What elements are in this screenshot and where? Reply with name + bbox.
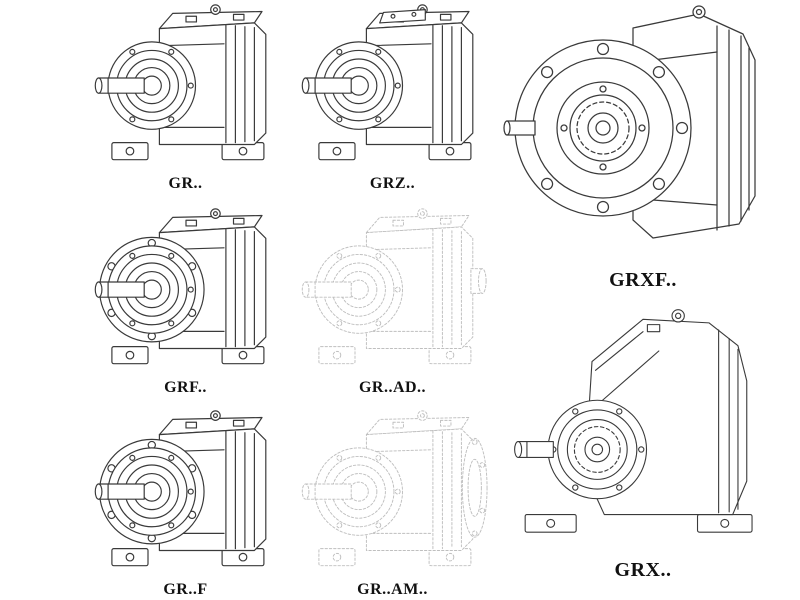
gearbox-input-face (301, 447, 403, 536)
gearbox-drawing-grz (301, 4, 473, 161)
gearbox-drawing-grf (94, 208, 266, 365)
gearbox-card-grz: GRZ.. (295, 2, 490, 193)
gearbox-input-face (301, 41, 403, 130)
gearbox-input-face (301, 245, 403, 334)
gearbox-card-grx: GRX.. (498, 300, 788, 582)
gearbox-drawing-grad (301, 208, 487, 365)
gearbox-card-gram: GR..AM.. (295, 408, 490, 599)
gearbox-label: GR.. (168, 175, 203, 192)
gearbox-drawing-gr (94, 4, 266, 161)
gearbox-drawing-gram (301, 410, 488, 567)
gearbox-input-face (547, 399, 648, 500)
gearbox-input-adapter (469, 268, 487, 294)
gearbox-label: GRZ.. (369, 175, 416, 192)
gearbox-top-block (378, 9, 426, 24)
gearbox-label: GR..AD.. (358, 379, 427, 396)
gearbox-drawing-grx (514, 309, 753, 533)
gearbox-input-shaft (514, 441, 554, 458)
gearbox-input-shaft (503, 120, 536, 136)
gearbox-card-grxf: GRXF.. (498, 0, 788, 292)
gearbox-card-gr: GR.. (88, 2, 283, 193)
gearbox-label: GRXF.. (609, 269, 677, 291)
gearbox-label: GR..AM.. (357, 581, 428, 598)
gearbox-card-grad: GR..AD.. (295, 206, 490, 397)
gearbox-motor-adapter-flange (461, 437, 488, 538)
gearbox-label: GRF.. (164, 379, 207, 396)
gearbox-drawing-grff (94, 410, 266, 567)
gearbox-input-face (94, 41, 196, 130)
gearbox-label: GR..F (163, 581, 208, 598)
gearbox-front-flange (514, 39, 692, 217)
gearbox-card-grff: GR..F (88, 408, 283, 599)
gearbox-drawing-grxf (503, 5, 756, 239)
gearbox-card-grf: GRF.. (88, 206, 283, 397)
gearbox-feet (524, 514, 753, 533)
gearbox-label: GRX.. (614, 559, 672, 581)
